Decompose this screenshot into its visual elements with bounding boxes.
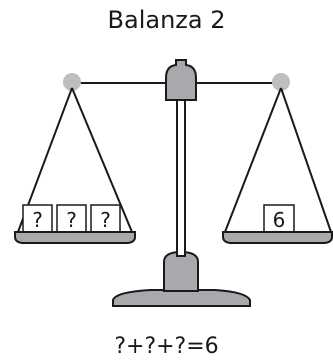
right-pan — [222, 231, 333, 244]
unknown-box-label: ? — [32, 208, 43, 232]
left-pivot — [63, 73, 81, 91]
left-string-right — [71, 87, 133, 233]
right-pivot — [272, 73, 290, 91]
unknown-box — [22, 204, 53, 233]
unknown-box — [56, 204, 87, 233]
diagram-title: Balanza 2 — [107, 6, 226, 34]
scale-base — [112, 289, 251, 307]
value-box — [263, 204, 295, 233]
left-pan — [14, 231, 136, 244]
unknown-box-label: ? — [66, 208, 77, 232]
value-box-label: 6 — [273, 208, 286, 232]
right-string-right — [280, 87, 332, 233]
unknown-box-label: ? — [100, 208, 111, 232]
equation-text: ?+?+?=6 — [114, 334, 219, 359]
scale-post — [176, 95, 186, 257]
right-string-left — [224, 87, 282, 233]
scale-base-dome — [163, 250, 199, 292]
scale-top-knob — [165, 59, 197, 101]
